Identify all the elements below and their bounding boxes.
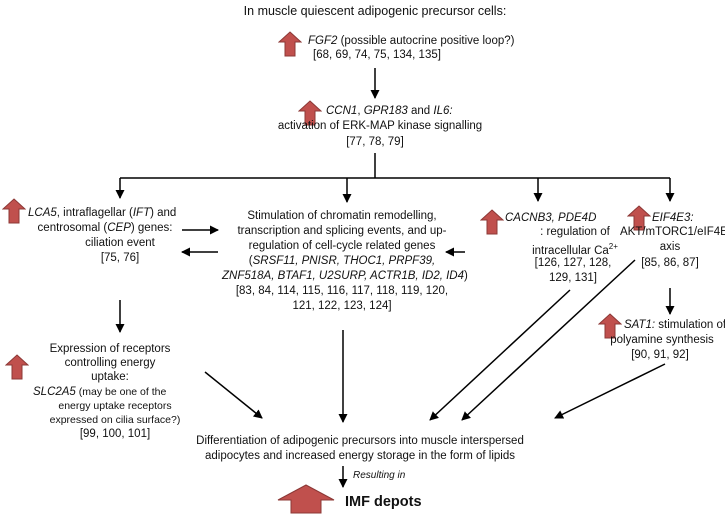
- eif4e3-refs: [85, 86, 87]: [641, 257, 699, 269]
- cacnb3-refs2: 129, 131]: [549, 272, 597, 284]
- lca5-text4: ) genes:: [130, 222, 173, 234]
- ccn1-refs: [77, 78, 79]: [346, 136, 404, 148]
- sat1-line2: polyamine synthesis: [610, 334, 714, 346]
- il6-gene: IL6:: [433, 105, 453, 117]
- lca5-gene: LCA5: [28, 207, 57, 219]
- lca5-text2: ) and: [150, 207, 177, 219]
- fgf2-note: (possible autocrine positive loop?): [340, 35, 515, 47]
- fgf2-gene: FGF2: [308, 35, 338, 47]
- ccn1-activation: activation of ERK-MAP kinase signalling: [277, 120, 483, 132]
- eif4e3-axis: AKT/mTORC1/eIF4E: [620, 226, 725, 238]
- cacnb3-ca-label: intracellular Ca: [532, 244, 609, 257]
- arrow-eif4e3-to-differentiation: [461, 259, 636, 421]
- chromatin-genes1: (SRSF11, PNISR, THOC1, PRPF39,: [222, 254, 462, 268]
- chromatin-genes2: ZNF518A, BTAF1, U2SURP, ACTR1B, ID2, ID4…: [222, 269, 468, 283]
- ccn1-sep2: and: [407, 105, 434, 117]
- chromatin-line1: Stimulation of chromatin remodelling,: [247, 210, 437, 222]
- chromatin-line3: regulation of cell-cycle related genes: [248, 240, 436, 252]
- arrow-cacnb3-to-differentiation: [429, 289, 571, 421]
- up-arrow-icon: [598, 313, 622, 339]
- up-arrow-icon: [5, 354, 29, 380]
- lca5-label: LCA5, intraflagellar (IFT) and: [28, 206, 176, 220]
- slc2a5-text1: (may be one of the: [75, 386, 167, 398]
- cep-gene: CEP: [107, 222, 131, 234]
- cacnb3-gene: CACNB3, PDE4D: [505, 212, 597, 224]
- up-arrow-icon: [627, 205, 651, 231]
- slc2a5-gene: SLC2A5: [33, 386, 76, 398]
- ift-gene: IFT: [132, 207, 151, 219]
- slc2a5-text2: energy uptake receptors: [58, 400, 172, 412]
- differentiation-line1: Differentiation of adipogenic precursors…: [196, 435, 524, 447]
- sat1-text1: stimulation of: [655, 319, 725, 331]
- chromatin-refs2: 121, 122, 123, 124]: [292, 300, 392, 312]
- diagram-title: In muscle quiescent adipogenic precursor…: [243, 4, 507, 18]
- lca5-line2: centrosomal (CEP) genes:: [30, 221, 180, 235]
- up-arrow-icon: [2, 198, 26, 224]
- cacnb3-refs1: [126, 127, 128,: [534, 257, 612, 269]
- receptors-line1: Expression of receptors: [49, 343, 171, 355]
- chromatin-genes-a: SRSF11, PNISR, THOC1, PRPF39,: [252, 255, 436, 267]
- lca5-text1: , intraflagellar (: [56, 207, 133, 219]
- resulting-in-label: Resulting in: [353, 470, 406, 481]
- chromatin-genes-b: ZNF518A, BTAF1, U2SURP, ACTR1B, ID2, ID4: [222, 270, 464, 282]
- eif4e3-axis2: axis: [659, 241, 681, 253]
- cacnb3-text2: intracellular Ca2+: [520, 240, 630, 258]
- up-arrow-icon: [480, 209, 504, 235]
- chromatin-refs1: [83, 84, 114, 115, 116, 117, 118, 119, 1…: [235, 285, 449, 297]
- chromatin-paren-close: ): [464, 270, 468, 282]
- ccn1-gene: CCN1: [326, 105, 358, 117]
- lca5-ciliation: ciliation event: [85, 237, 155, 249]
- lca5-text3: centrosomal (: [37, 222, 108, 234]
- cacnb3-text1: : regulation of: [540, 226, 610, 238]
- sat1-refs: [90, 91, 92]: [631, 349, 689, 361]
- fgf2-label: FGF2 (possible autocrine positive loop?): [308, 34, 514, 48]
- imf-depots-label: IMF depots: [345, 494, 422, 510]
- ccn1-sep1: ,: [357, 105, 364, 117]
- receptors-line2: controlling energy: [64, 357, 156, 369]
- fgf2-refs: [68, 69, 74, 75, 134, 135]: [313, 49, 441, 61]
- sat1-label: SAT1: stimulation of: [624, 318, 725, 332]
- slc2a5-text3: expressed on cilia surface?): [49, 414, 181, 426]
- receptors-line3: uptake:: [91, 371, 129, 383]
- arrow-sat1-to-differentiation: [554, 363, 666, 419]
- chromatin-line2: transcription and splicing events, and u…: [237, 225, 447, 237]
- cacnb3-ca-sup: 2+: [608, 242, 618, 251]
- arrow-slc2a5-to-differentiation: [204, 371, 263, 419]
- large-up-arrow-icon: [277, 484, 335, 514]
- ccn1-label: CCN1, GPR183 and IL6:: [326, 104, 453, 118]
- gpr183-gene: GPR183: [363, 105, 408, 117]
- slc2a5-refs: [99, 100, 101]: [79, 428, 151, 440]
- up-arrow-icon: [298, 100, 322, 126]
- chromatin-paren-open: (: [248, 255, 253, 267]
- slc2a5-label: SLC2A5 (may be one of the: [33, 385, 166, 399]
- eif4e3-gene: EIF4E3:: [652, 212, 694, 224]
- up-arrow-icon: [278, 31, 302, 57]
- sat1-gene: SAT1:: [624, 319, 656, 331]
- differentiation-line2: adipocytes and increased energy storage …: [204, 450, 516, 462]
- lca5-refs: [75, 76]: [100, 252, 140, 264]
